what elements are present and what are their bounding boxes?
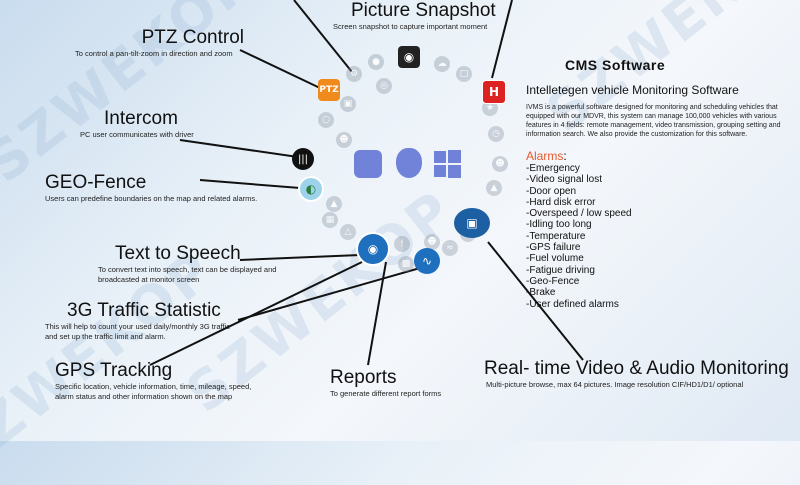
feature-intercom: Intercom PC user communicates with drive… (80, 108, 240, 140)
feature-title: GPS Tracking (55, 360, 173, 381)
feature-realtime: Real- time Video & Audio Monitoring Mult… (484, 358, 796, 390)
feature-title: PTZ Control (141, 27, 244, 48)
fuel-icon: ▩ (398, 256, 414, 272)
feature-desc: Specific location, vehicle information, … (55, 382, 252, 401)
alarm-item: -Video signal lost (526, 174, 602, 186)
pulse-icon[interactable]: ∿ (414, 248, 440, 274)
alarm-item: -GPS failure (526, 242, 581, 254)
globe-icon[interactable]: ◐ (298, 176, 324, 202)
alarm-item: -Fuel volume (526, 253, 584, 265)
feature-title: Text to Speech (115, 243, 241, 264)
monitor-icon[interactable]: ▣ (454, 208, 490, 238)
chart-icon: ▲ (486, 180, 502, 196)
feature-snapshot: Picture Snapshot Screen snapshot to capt… (333, 0, 513, 32)
alarms-heading-text: Alarms (526, 149, 564, 163)
person-icon: ☻ (492, 156, 508, 172)
pin-icon: ● (368, 54, 384, 70)
location-pin-icon[interactable]: ◉ (356, 232, 390, 266)
alarms-heading-colon: : (563, 149, 567, 163)
feature-desc: Screen snapshot to capture important mom… (333, 22, 488, 31)
alarm-item: -Emergency (526, 163, 580, 174)
ptz-connector (239, 49, 321, 89)
wifi-icon: ≈ (442, 240, 458, 256)
apple-icon (396, 148, 422, 178)
file-icon: □ (456, 66, 472, 82)
star-icon: ★ (482, 100, 498, 116)
ptz-icon[interactable]: PTZ (318, 79, 340, 101)
feature-title: Picture Snapshot (351, 0, 496, 21)
alarm-item: -Overspeed / low speed (526, 208, 632, 220)
tts-connector (239, 254, 361, 261)
hdd-icon[interactable]: H (482, 80, 506, 104)
feature-title: Real- time Video & Audio Monitoring (484, 358, 789, 379)
alarms-heading: Alarms: (526, 149, 567, 163)
share-icon: ▲ (326, 196, 342, 212)
feature-traffic: 3G Traffic Statistic This will help to c… (45, 300, 240, 342)
alarm-item: -Brake (526, 287, 556, 299)
alarm-item: -Idling too long (526, 219, 592, 231)
alarm-item: -User defined alarms (526, 298, 619, 310)
cloud-icon: ☁ (434, 56, 450, 72)
feature-desc: This will help to count your used daily/… (45, 322, 230, 341)
app-tile-icon (354, 150, 382, 178)
alarm-list: -Emergency -Video signal lost -Door open… (526, 163, 632, 310)
alarm-item: -Geo-Fence (526, 275, 580, 287)
feature-desc: Multi-picture browse, max 64 pictures. I… (486, 380, 744, 389)
feature-desc: To convert text into speech, text can be… (98, 265, 277, 284)
calendar-icon: ▦ (322, 212, 338, 228)
person-icon: ☻ (424, 234, 440, 250)
gps-connector (149, 261, 363, 366)
feature-title: GEO-Fence (45, 172, 147, 193)
camera-icon[interactable]: ◉ (398, 46, 420, 68)
feature-geofence: GEO-Fence Users can predefine boundaries… (45, 172, 285, 204)
cms-title: CMS Software (565, 57, 666, 73)
feature-tts: Text to Speech To convert text into spee… (98, 243, 288, 285)
clock-icon: ◷ (488, 126, 504, 142)
sound-wave-icon[interactable]: ||| (292, 148, 314, 170)
alarm-item: -Fatigue driving (526, 264, 595, 276)
cms-subtitle: Intelletegen vehicle Monitoring Software (526, 83, 739, 97)
user-icon: ☻ (336, 132, 352, 148)
reports-connector (367, 261, 387, 366)
windows-icon (434, 150, 461, 178)
feature-title: Intercom (104, 108, 178, 129)
headset-icon: ○ (318, 112, 334, 128)
realtime-connector (487, 241, 584, 361)
feature-title: Reports (330, 367, 397, 388)
globe-icon: ◎ (376, 78, 392, 94)
alarm-item: -Door open (526, 185, 577, 197)
geofence-connector (199, 179, 301, 189)
map-icon: △ (340, 224, 356, 240)
traffic-connector (237, 267, 421, 321)
alert-icon: ! (394, 236, 410, 252)
feature-desc: To generate different report forms (330, 389, 442, 398)
connector-lines (149, 0, 584, 366)
feature-title: 3G Traffic Statistic (67, 300, 221, 321)
top-right-connector (491, 0, 513, 79)
gear-icon: ⚙ (346, 66, 362, 82)
feature-desc: PC user communicates with driver (80, 130, 194, 139)
feature-desc: To control a pan-tilt-zoom in direction … (75, 49, 233, 58)
feature-reports: Reports To generate different report for… (330, 367, 470, 399)
alarm-item: -Temperature (526, 230, 586, 242)
folder-icon: ▣ (340, 96, 356, 112)
feature-ptz: PTZ Control To control a pan-tilt-zoom i… (60, 27, 244, 59)
feature-gps: GPS Tracking Specific location, vehicle … (55, 360, 275, 402)
cms-description: IVMS is a powerful software designed for… (526, 104, 781, 138)
intercom-connector (179, 139, 299, 158)
snapshot-connector (293, 0, 353, 73)
feature-desc: Users can predefine boundaries on the ma… (45, 194, 258, 203)
alarm-item: -Hard disk error (526, 196, 596, 208)
